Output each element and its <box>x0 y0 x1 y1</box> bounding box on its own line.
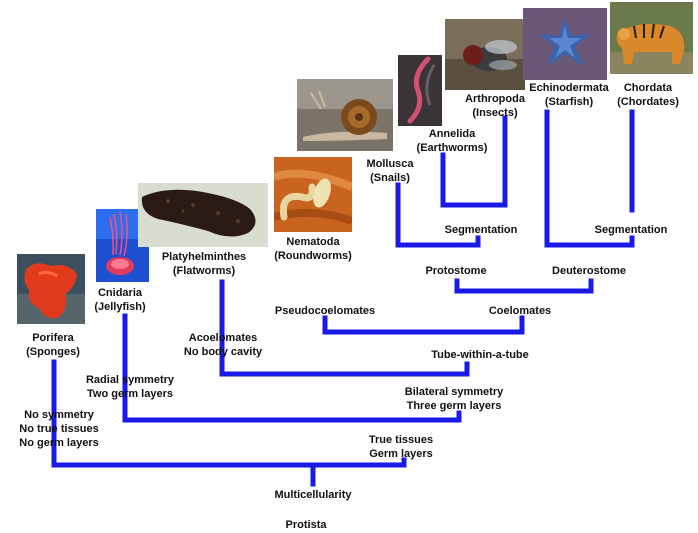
flatworm-photo <box>138 183 268 247</box>
node-tube-within-a-tube: Tube-within-a-tube <box>431 349 529 361</box>
taxon-arthropoda: Arthropoda (Insects) <box>465 93 525 119</box>
branch-deuterostome <box>544 109 635 248</box>
root-label-protista: Protista <box>285 519 327 531</box>
node-segmentation-deuterostome: Segmentation <box>594 224 668 236</box>
branch-tube <box>322 315 525 335</box>
taxon-nematoda: Nematoda (Roundworms) <box>274 236 352 262</box>
roundworm-photo <box>274 157 352 232</box>
node-multicellularity: Multicellularity <box>274 489 352 501</box>
tree-branches <box>51 109 635 487</box>
fly-photo <box>445 19 525 90</box>
earthworm-photo <box>398 55 442 126</box>
node-protostome: Protostome <box>425 265 487 277</box>
taxon-cnidaria: Cnidaria (Jellyfish) <box>94 287 146 313</box>
node-segmentation-protostome: Segmentation <box>444 224 518 236</box>
node-deuterostome: Deuterostome <box>552 265 626 277</box>
node-bilateral-symmetry: Bilateral symmetry Three germ layers <box>404 386 504 412</box>
node-true-tissues: True tissues Germ layers <box>368 434 434 460</box>
trait-porifera: No symmetry No true tissues No germ laye… <box>19 409 99 449</box>
trait-cnidaria: Radial symmetry Two germ layers <box>85 374 175 400</box>
tiger-photo <box>610 2 693 74</box>
taxon-platyhelminthes: Platyhelminthes (Flatworms) <box>161 251 247 277</box>
trait-nematoda: Pseudocoelomates <box>274 305 376 317</box>
branch-multicellularity <box>51 359 407 468</box>
branch-segmentation-proto <box>440 115 508 208</box>
snail-photo <box>297 79 393 151</box>
taxon-chordata: Chordata (Chordates) <box>617 82 679 108</box>
branch-bilateral <box>219 279 470 377</box>
branch-coelomates <box>454 278 594 294</box>
red-sponge-photo <box>17 254 85 324</box>
node-coelomates: Coelomates <box>488 305 552 317</box>
starfish-photo <box>523 8 607 80</box>
branch-true-tissues <box>122 313 462 423</box>
taxon-annelida: Annelida (Earthworms) <box>416 128 488 154</box>
taxon-mollusca: Mollusca (Snails) <box>366 158 414 184</box>
taxon-porifera: Porifera (Sponges) <box>26 332 80 358</box>
taxon-echinodermata: Echinodermata (Starfish) <box>529 82 609 108</box>
trait-platyhelminthes: Acoelomates No body cavity <box>183 332 263 358</box>
branch-protostome <box>395 182 481 248</box>
